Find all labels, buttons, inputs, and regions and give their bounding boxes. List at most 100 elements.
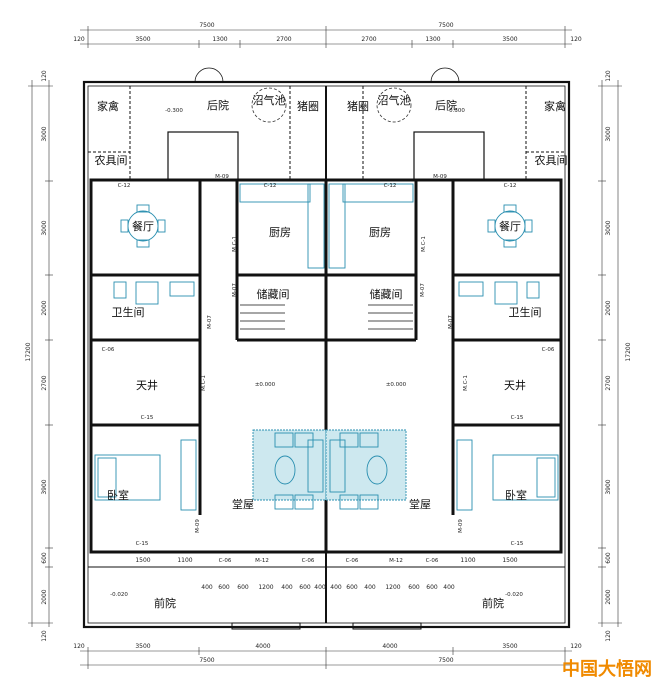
label-woshi-right: 卧室 [505, 488, 527, 502]
tag-m07-wc-left: M-07 [207, 315, 213, 329]
biogas-tanks [251, 87, 412, 123]
level-front-right: -0.020 [505, 592, 523, 598]
dim-p600-r3: 600 [426, 584, 438, 591]
tag-c15-bed-right-bot: C-15 [511, 541, 524, 547]
dim-win-1100-r: 1100 [460, 557, 475, 564]
label-qianyuan-right: 前院 [482, 596, 504, 610]
label-canting-left: 餐厅 [132, 219, 154, 233]
tag-m12-front-left: M-12 [255, 558, 269, 564]
dim-right-3900: 3900 [605, 479, 612, 494]
dim-p400-r1: 400 [330, 584, 342, 591]
dim-right-600: 600 [605, 552, 612, 564]
tag-c12-dining-left: C-12 [118, 183, 131, 189]
dim-win-1500-r: 1500 [502, 557, 517, 564]
dim-right-wall-bot: 120 [605, 630, 612, 642]
dim-p400-l1: 400 [201, 584, 213, 591]
dim-bot-3500-l: 3500 [135, 643, 150, 650]
label-qianyuan-left: 前院 [154, 596, 176, 610]
tag-mc1-kitchen-left: M.C-1 [232, 236, 238, 252]
label-canting-right: 餐厅 [499, 219, 521, 233]
label-zhaoqichi-left: 沼气池 [253, 93, 286, 107]
dim-right-2700: 2700 [605, 375, 612, 390]
label-weishengjian-left: 卫生间 [112, 305, 145, 319]
level-front-left: -0.020 [110, 592, 128, 598]
level-floor-right: ±0.000 [386, 382, 407, 388]
tag-c12-kitchen-left: C-12 [264, 183, 277, 189]
tag-m12-front-right: M-12 [389, 558, 403, 564]
opening-tags: M-09 M-09 C-12 C-12 C-12 C-12 C-06 C-06 … [102, 174, 555, 564]
label-zhaoqichi-right: 沼气池 [378, 93, 411, 107]
dim-win-1500-l: 1500 [135, 557, 150, 564]
tag-mc1-kitchen-right: M.C-1 [421, 236, 427, 252]
tag-mc1-tianjing-left: M.C-1 [201, 375, 207, 391]
tag-c06-front-r1: C-06 [346, 558, 359, 564]
dim-left-wall-bot: 120 [41, 630, 48, 642]
dim-top-wall-r: 120 [570, 36, 582, 43]
dim-left-total: 17200 [25, 342, 32, 361]
dim-left-2000b: 2000 [41, 589, 48, 604]
dim-left-3000b: 3000 [41, 220, 48, 235]
label-woshi-left: 卧室 [107, 488, 129, 502]
tag-c06-tianjing-right: C-06 [542, 347, 555, 353]
dim-p1200-r: 1200 [385, 584, 400, 591]
label-houyuan-left: 后院 [207, 98, 229, 112]
tag-m07-wc-right: M-07 [448, 315, 454, 329]
dim-p400-r2: 400 [364, 584, 376, 591]
dining-chairs-left [120, 204, 166, 248]
dim-bot-4000-l: 4000 [255, 643, 270, 650]
label-zhujuan-left: 猪圈 [297, 100, 319, 113]
dim-p600-l1: 600 [218, 584, 230, 591]
tag-m09-bed-right: M-09 [458, 519, 464, 533]
dim-bot-wall-l: 120 [73, 643, 85, 650]
label-zhujuan-right: 猪圈 [347, 100, 369, 113]
label-weishengjian-right: 卫生间 [509, 305, 542, 319]
label-tianjing-left: 天井 [136, 378, 158, 392]
dim-right-3000a: 3000 [605, 126, 612, 141]
tag-c06-front-l2: C-06 [302, 558, 315, 564]
tag-c12-dining-right: C-12 [504, 183, 517, 189]
dim-p600-l2: 600 [237, 584, 249, 591]
tag-c06-front-l1: C-06 [219, 558, 232, 564]
walls [82, 67, 571, 630]
level-back-right: -0.300 [447, 108, 465, 114]
tag-m07-store-left: M-07 [232, 283, 238, 297]
dim-p400-r3: 400 [443, 584, 455, 591]
label-tianjing-right: 天井 [504, 378, 526, 392]
dim-bot-left-total: 7500 [199, 657, 214, 664]
dining-chairs-right [487, 204, 533, 248]
dim-right-2000: 2000 [605, 300, 612, 315]
dim-top-2700-r: 2700 [361, 36, 376, 43]
label-chucangjian-left: 储藏间 [257, 287, 290, 301]
dim-top-3500-l: 3500 [135, 36, 150, 43]
dim-left-wall-top: 120 [41, 70, 48, 82]
label-jiaqin-left: 家禽 [97, 99, 119, 113]
dim-p600-l3: 600 [299, 584, 311, 591]
tag-m09-back-right: M-09 [433, 174, 447, 180]
dim-win-1100-l: 1100 [177, 557, 192, 564]
dim-top-1300-r: 1300 [425, 36, 440, 43]
tag-m07-store-right: M-07 [420, 283, 426, 297]
label-chufang-right: 厨房 [369, 226, 391, 239]
tag-m09-bed-left: M-09 [195, 519, 201, 533]
label-tangwu-left: 堂屋 [232, 498, 254, 511]
label-jiaqin-right: 家禽 [544, 99, 566, 113]
dim-right-total: 17200 [625, 342, 632, 361]
tag-c06-front-r2: C-06 [426, 558, 439, 564]
dim-p600-r2: 600 [408, 584, 420, 591]
dim-top-right-total: 7500 [438, 22, 453, 29]
dim-left-3000a: 3000 [41, 126, 48, 141]
dim-p400-l2: 400 [281, 584, 293, 591]
dim-top-left-total: 7500 [199, 22, 214, 29]
room-labels: 家禽 后院 沼气池 猪圈 农具间 猪圈 沼气池 后院 家禽 农具间 餐厅 餐厅 … [95, 93, 568, 610]
watermark-logo: 中国大悟网 [562, 659, 652, 680]
tag-c15-bed-left-top: C-15 [141, 415, 154, 421]
dim-bot-3500-r: 3500 [502, 643, 517, 650]
tag-mc1-tianjing-right: M.C-1 [463, 375, 469, 391]
front-dims: 1500 1100 1100 1500 400 600 600 1200 400… [135, 557, 517, 591]
tag-c15-bed-right-top: C-15 [511, 415, 524, 421]
dim-p600-r1: 600 [346, 584, 358, 591]
dim-left-3900: 3900 [41, 479, 48, 494]
tag-m09-back-left: M-09 [215, 174, 229, 180]
dim-right-2000b: 2000 [605, 589, 612, 604]
